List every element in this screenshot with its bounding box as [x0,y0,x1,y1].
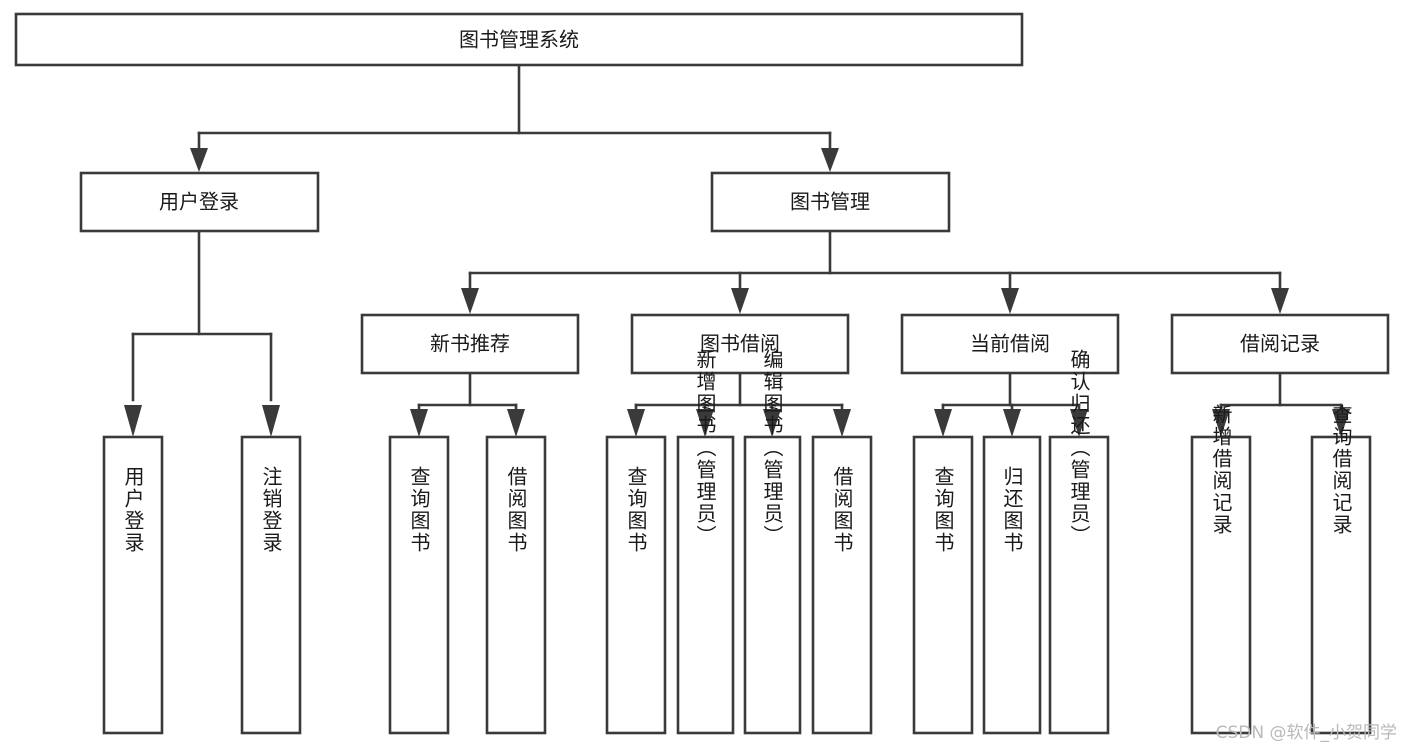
arrow-to-leaf-query-book-1 [410,409,428,437]
node-user-login-box[interactable] [79,171,320,233]
leaf-logout-box[interactable] [240,435,302,735]
leaf-borrow-book-borrow-label: 借阅图书 [830,466,854,554]
arrow-to-leaf-query-book-2 [627,409,645,437]
leaf-edit-book[interactable]: 编辑图书（管理员） [743,349,802,735]
leaf-confirm-return-box[interactable] [1048,435,1110,735]
leaf-add-book-label: 新增图书（管理员） [693,349,717,547]
node-book-management[interactable]: 图书管理 [710,171,951,233]
arrow-to-book-mgmt [821,148,839,172]
leaf-user-login-box[interactable] [102,435,164,735]
node-borrow-record-box[interactable] [1170,313,1390,375]
leaf-edit-book-label: 编辑图书（管理员） [760,349,784,547]
leaf-borrow-book-borrow[interactable]: 借阅图书 [811,435,873,735]
arrow-to-book-borrow [731,288,749,314]
leaf-query-book-borrow-label: 查询图书 [624,466,648,554]
node-current-borrow-box[interactable] [900,313,1120,375]
node-borrow-record-label: 借阅记录 [1240,332,1320,356]
leaf-query-book-borrow-box[interactable] [605,435,667,735]
leaf-user-login-label: 用户登录 [121,466,145,554]
csdn-watermark: CSDN @软件_小贺同学 [1215,723,1397,743]
leaf-return-book-label: 归还图书 [1000,466,1024,554]
arrow-to-leaf-edit-book [763,409,781,437]
arrow-to-leaf-borrow-book-1 [507,409,525,437]
leaf-query-book-current-box[interactable] [912,435,974,735]
arrow-to-borrow-record [1271,288,1289,314]
arrow-to-leaf-user-login [124,405,142,437]
connector-layer [124,63,1350,437]
leaf-add-book[interactable]: 新增图书（管理员） [676,349,735,735]
leaf-user-login[interactable]: 用户登录 [102,435,164,735]
leaf-add-borrow-record-label: 新增借阅记录 [1209,404,1233,536]
leaf-confirm-return-label: 确认归还（管理员） [1067,349,1091,547]
arrow-to-user-login [190,148,208,172]
leaf-query-borrow-record[interactable]: 查询借阅记录 [1310,404,1372,735]
node-new-book-recommend-box[interactable] [360,313,580,375]
arrow-to-leaf-query-book-3 [934,409,952,437]
leaf-query-book-recommend-label: 查询图书 [407,466,431,554]
leaf-logout[interactable]: 注销登录 [240,435,302,735]
leaf-borrow-book-recommend-label: 借阅图书 [504,466,528,554]
arrow-to-leaf-add-book [696,409,714,437]
leaf-query-borrow-record-label: 查询借阅记录 [1329,404,1353,536]
node-book-management-label: 图书管理 [790,190,870,214]
node-root-system[interactable]: 图书管理系统 [14,12,1024,67]
arrow-to-leaf-return-book [1003,409,1021,437]
node-user-login-label: 用户登录 [159,190,239,214]
leaf-query-book-recommend[interactable]: 查询图书 [388,435,450,735]
leaf-confirm-return[interactable]: 确认归还（管理员） [1048,349,1110,735]
node-borrow-record[interactable]: 借阅记录 [1170,313,1390,375]
node-root-label: 图书管理系统 [459,28,579,52]
node-root-box[interactable] [14,12,1024,67]
leaf-edit-book-box[interactable] [743,435,802,735]
node-current-borrow[interactable]: 当前借阅 [900,313,1120,375]
leaf-add-borrow-record[interactable]: 新增借阅记录 [1190,404,1252,735]
node-user-login[interactable]: 用户登录 [79,171,320,233]
leaf-query-borrow-record-box[interactable] [1310,435,1372,735]
arrow-to-new-book [461,288,479,314]
leaf-borrow-book-recommend-box[interactable] [485,435,547,735]
arrow-to-leaf-query-record [1332,409,1350,437]
leaf-query-book-current-label: 查询图书 [931,466,955,554]
leaf-query-book-current[interactable]: 查询图书 [912,435,974,735]
node-book-borrow-label: 图书借阅 [700,332,780,356]
arrow-to-current-borrow [1001,288,1019,314]
leaf-query-book-borrow[interactable]: 查询图书 [605,435,667,735]
node-book-management-box[interactable] [710,171,951,233]
leaf-borrow-book-borrow-box[interactable] [811,435,873,735]
leaf-return-book[interactable]: 归还图书 [982,435,1042,735]
leaf-borrow-book-recommend[interactable]: 借阅图书 [485,435,547,735]
leaf-logout-label: 注销登录 [259,466,283,554]
arrow-to-leaf-add-record [1212,409,1230,437]
node-current-borrow-label: 当前借阅 [970,332,1050,356]
leaf-add-book-box[interactable] [676,435,735,735]
arrow-to-leaf-confirm-return [1070,409,1088,437]
node-new-book-recommend-label: 新书推荐 [430,332,510,356]
arrow-to-leaf-borrow-book-2 [833,409,851,437]
leaf-add-borrow-record-box[interactable] [1190,435,1252,735]
node-book-borrow[interactable]: 图书借阅 [630,313,850,375]
node-book-borrow-box[interactable] [630,313,850,375]
leaf-query-book-recommend-box[interactable] [388,435,450,735]
leaf-return-book-box[interactable] [982,435,1042,735]
node-new-book-recommend[interactable]: 新书推荐 [360,313,580,375]
arrow-to-leaf-logout [262,405,280,437]
